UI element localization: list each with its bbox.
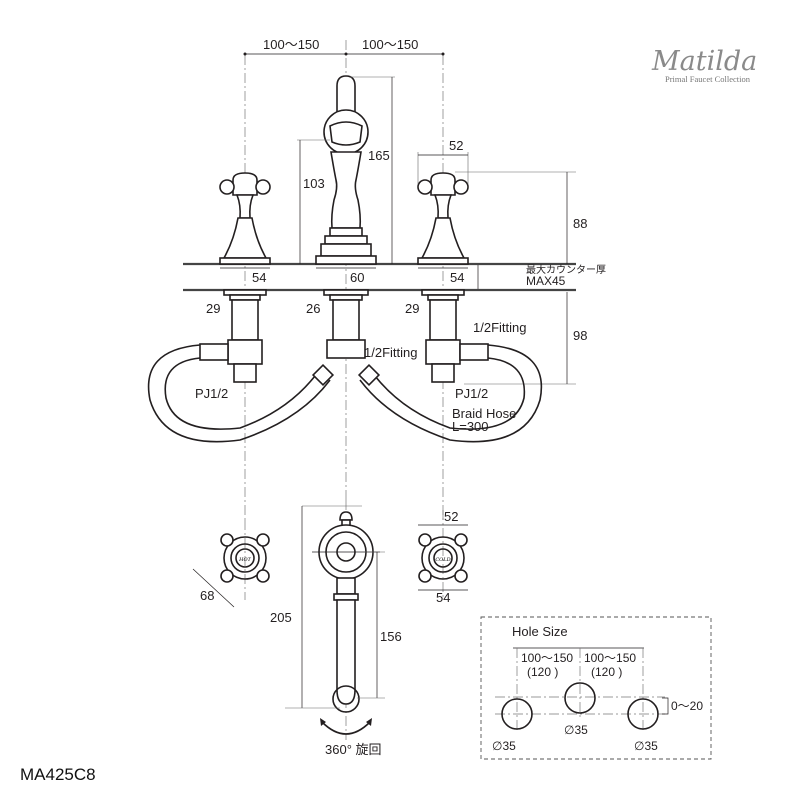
rotation-label: 360° 旋回	[325, 742, 382, 757]
hot-handle-front: 54	[219, 172, 271, 285]
fitting-center-label: 1/2Fitting	[364, 345, 417, 360]
hole-spacing-left: 100～150	[521, 651, 573, 665]
counter-top: 最大カウンター厚 MAX45	[183, 262, 606, 292]
cold-width-bottom-label: 54	[436, 590, 450, 605]
spout-front: 165 103	[297, 75, 395, 265]
hole-spacing-right: 100～150	[584, 651, 636, 665]
hot-handle-top: HOT 68	[192, 533, 270, 608]
base-left-label: 54	[252, 270, 266, 285]
thread-left-label: PJ1/2	[195, 386, 228, 401]
shank-right-label: 29	[405, 301, 419, 316]
svg-text:∅35: ∅35	[492, 739, 516, 753]
cold-label: COLD	[435, 557, 450, 563]
handle-width-label: 52	[449, 138, 463, 153]
hole-size-panel: Hole Size 100～150 (120 ) 100～150 (120 ) …	[480, 616, 712, 760]
spout-body-height-label: 103	[303, 176, 325, 191]
handle-height-label: 88	[573, 216, 587, 231]
cold-handle-front: 54 52 88	[417, 138, 587, 285]
shanks: 29 26 29 98	[206, 289, 587, 385]
svg-text:∅35: ∅35	[634, 739, 658, 753]
hole-offset-label: 0～20	[671, 699, 703, 713]
spacing-right-label: 100～150	[362, 37, 418, 52]
base-right-label: 54	[450, 270, 464, 285]
shank-center-label: 26	[306, 301, 320, 316]
spout-top: 205 156 360° 旋回	[270, 505, 402, 757]
below-counter-height-label: 98	[573, 328, 587, 343]
cold-handle-top: COLD 52 54	[418, 509, 468, 605]
rotation-arrow-icon	[321, 721, 371, 735]
hole-spacing-right-default: (120 )	[591, 665, 622, 679]
hot-label: HOT	[238, 557, 251, 563]
hole-left	[501, 698, 533, 730]
hole-center-diameter: 35	[574, 723, 588, 737]
spout-total-height-label: 165	[368, 148, 390, 163]
svg-text:∅35: ∅35	[564, 723, 588, 737]
hose-length-label: L=300	[452, 419, 489, 434]
braid-hoses: 1/2Fitting 1/2Fitting PJ1/2 PJ1/2 Braid …	[147, 320, 543, 443]
base-center-label: 60	[350, 270, 364, 285]
shank-left-label: 29	[206, 301, 220, 316]
hot-handle-diag-label: 68	[200, 588, 214, 603]
top-spacing-dimension: 100～150 100～150	[243, 37, 445, 56]
hole-center	[564, 682, 596, 714]
fitting-right-label: 1/2Fitting	[473, 320, 526, 335]
hole-right	[627, 698, 659, 730]
spout-reach-label: 156	[380, 629, 402, 644]
hole-size-title: Hole Size	[512, 624, 568, 639]
counter-thickness-label: 最大カウンター厚	[526, 263, 606, 276]
hole-left-diameter: 35	[502, 739, 516, 753]
spout-length-label: 205	[270, 610, 292, 625]
hole-spacing-left-default: (120 )	[527, 665, 558, 679]
model-number: MA425C8	[20, 765, 96, 784]
hose-label: Braid Hose	[452, 406, 516, 421]
brand-tagline: Primal Faucet Collection	[665, 74, 751, 84]
thread-right-label: PJ1/2	[455, 386, 488, 401]
hole-right-diameter: 35	[644, 739, 658, 753]
brand-name: Matilda	[651, 46, 757, 77]
brand-logo: Matilda Primal Faucet Collection	[651, 46, 757, 84]
spacing-left-label: 100～150	[263, 37, 319, 52]
cold-width-top-label: 52	[444, 509, 458, 524]
counter-max-label: MAX45	[526, 274, 566, 288]
